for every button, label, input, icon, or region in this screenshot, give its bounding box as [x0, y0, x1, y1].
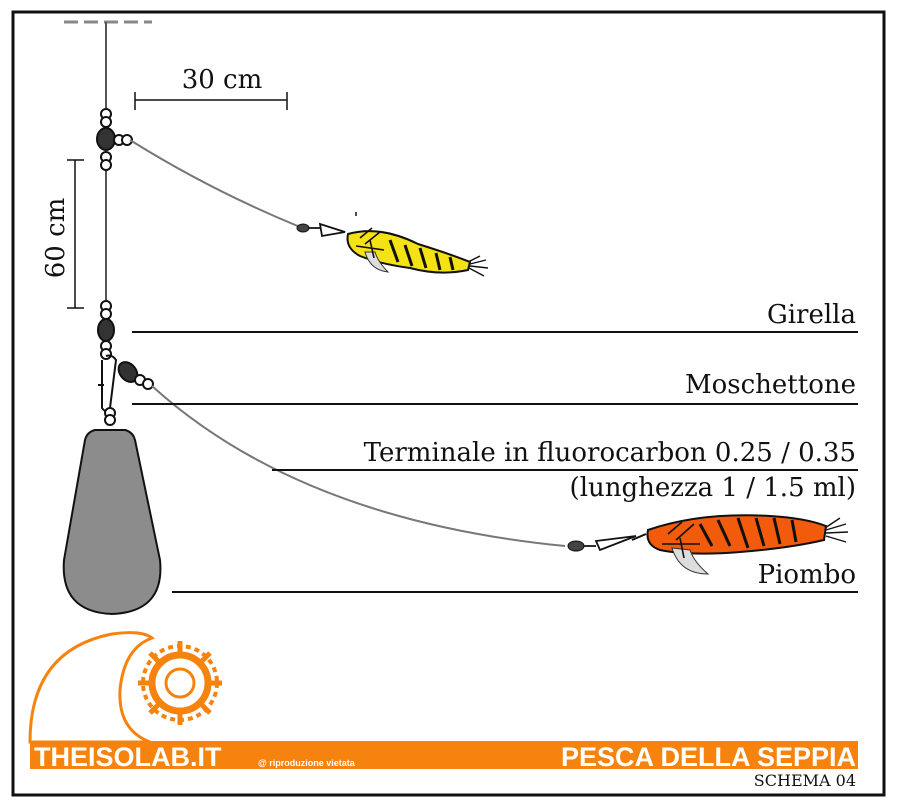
footer-title: PESCA DELLA SEPPIA [561, 742, 856, 772]
logo-wheel-icon [138, 641, 222, 725]
label-girella: Girella [767, 300, 856, 330]
logo [28, 631, 222, 744]
upper-leader [129, 139, 301, 228]
dimension-30cm: 30 cm [182, 65, 263, 95]
squid-jig-icon [296, 212, 489, 277]
label-terminale: Terminale in fluorocarbon 0.25 / 0.35 [364, 438, 856, 468]
diagram-frame [11, 10, 886, 797]
schema-number: SCHEMA 04 [754, 771, 856, 790]
snap-icon [98, 354, 154, 426]
swivel-icon [96, 108, 133, 171]
dimension-horizontal: 30 cm [134, 65, 288, 110]
copyright-note: @ riproduzione vietata [258, 758, 356, 768]
label-moschettone: Moschettone [685, 370, 856, 400]
lower-leader [151, 385, 566, 547]
label-terminale-length: (lunghezza 1 / 1.5 ml) [570, 473, 856, 503]
dimension-vertical: 60 cm [41, 159, 84, 309]
label-piombo: Piombo [758, 560, 856, 590]
sinker-icon [62, 429, 162, 616]
dimension-60cm: 60 cm [41, 198, 71, 279]
squid-jig-icon [567, 514, 849, 575]
footer-band [30, 741, 858, 769]
site-name: THEISOLAB.IT [34, 742, 222, 772]
swivel-icon [97, 300, 115, 360]
